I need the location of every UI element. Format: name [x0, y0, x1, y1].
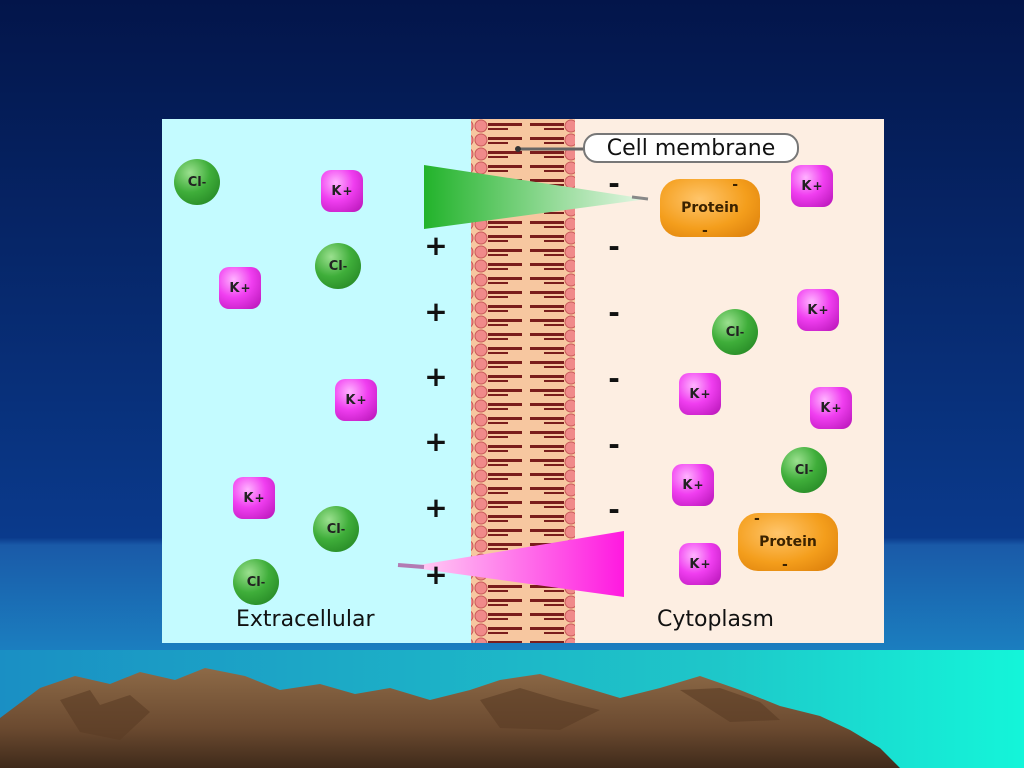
positive-charge-sign: + [424, 229, 448, 262]
k-ion: K+ [791, 165, 833, 207]
cl-gradient-wedge [424, 165, 647, 229]
cl-ion: Cl- [712, 309, 758, 355]
extracellular-region [162, 119, 471, 643]
positive-charge-sign: + [424, 491, 448, 524]
k-ion: K+ [672, 464, 714, 506]
k-ion: K+ [810, 387, 852, 429]
cell-membrane-label: Cell membrane [583, 133, 799, 163]
k-ion: K+ [679, 543, 721, 585]
protein: Protein - - [660, 177, 760, 239]
positive-charge-sign: + [424, 425, 448, 458]
membrane-potential-diagram: Cell membrane Cl- Cl- Cl- Cl- K+ K+ K+ K… [162, 119, 884, 643]
k-ion: K+ [679, 373, 721, 415]
protein: Protein - - [738, 511, 838, 573]
positive-charge-sign: + [424, 295, 448, 328]
negative-charge-sign: - [608, 428, 620, 461]
cytoplasm-label: Cytoplasm [657, 607, 774, 632]
k-ion: K+ [233, 477, 275, 519]
extracellular-label: Extracellular [236, 607, 375, 632]
cl-gradient-pointer [631, 195, 649, 201]
k-ion: K+ [219, 267, 261, 309]
mountain-range [0, 668, 900, 768]
k-ion: K+ [335, 379, 377, 421]
negative-charge-sign: - [608, 493, 620, 526]
negative-charge-sign: - [608, 362, 620, 395]
k-gradient-pointer [397, 563, 425, 569]
negative-charge-sign: - [608, 296, 620, 329]
k-gradient-wedge [407, 531, 624, 597]
cl-ion: Cl- [781, 447, 827, 493]
cl-ion: Cl- [233, 559, 279, 605]
positive-charge-sign: + [424, 558, 448, 591]
k-ion: K+ [797, 289, 839, 331]
k-ion: K+ [321, 170, 363, 212]
positive-charge-sign: + [424, 360, 448, 393]
negative-charge-sign: - [608, 230, 620, 263]
cl-ion: Cl- [313, 506, 359, 552]
negative-charge-sign: - [608, 167, 620, 200]
cl-ion: Cl- [174, 159, 220, 205]
cl-ion: Cl- [315, 243, 361, 289]
